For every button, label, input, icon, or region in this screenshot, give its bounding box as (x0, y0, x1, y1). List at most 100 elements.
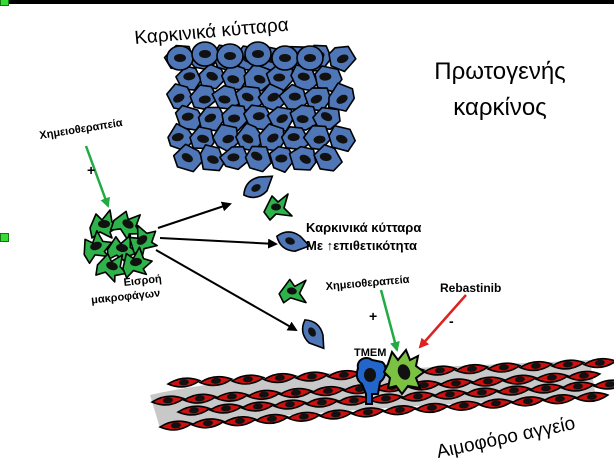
endothelial-cell-icon (246, 389, 282, 401)
arrow-icon (157, 201, 232, 229)
chemotherapy-label-left: Χημειοθεραπεία (39, 117, 124, 142)
selection-handle-middle[interactable] (0, 233, 9, 242)
rebastinib-label: Rebastinib (440, 281, 501, 295)
tumor-cell-icon (199, 144, 225, 172)
endothelial-cell-icon (400, 391, 436, 402)
endothelial-cell-icon (176, 405, 212, 416)
endothelial-cell-icon (446, 400, 482, 411)
endothelial-cell-icon (150, 395, 186, 406)
endothelial-cell-icon (166, 377, 202, 388)
endothelial-cell-icon (336, 395, 372, 406)
endothelial-cell-icon (310, 385, 346, 397)
tumor-cell-icon (328, 124, 357, 153)
tumor-cell-icon (312, 106, 341, 131)
endothelial-cell-icon (272, 399, 308, 410)
endothelial-cell-icon (550, 359, 586, 370)
macrophage-influx-line1: Εισροή (123, 273, 162, 289)
tumor-cell-icon (328, 45, 357, 73)
tumor-cell-icon (289, 104, 319, 131)
tumor-cell-icon (288, 145, 317, 171)
endothelial-cell-icon (582, 357, 614, 369)
endothelial-cell-icon (592, 379, 614, 390)
arrow-icon (155, 249, 298, 331)
endothelial-cell-icon (294, 371, 330, 382)
macrophage-icon (122, 246, 153, 279)
tumor-cell-icon (301, 319, 325, 350)
macrophage-arrows (155, 201, 298, 331)
endothelial-cell-icon (438, 378, 474, 389)
endothelial-cell-icon (286, 411, 322, 422)
tumor-cell-icon (191, 41, 219, 67)
tumor-cell-icon (189, 126, 215, 150)
tumor-cell-icon (268, 145, 296, 173)
endothelial-cell-icon (486, 362, 522, 373)
top-border (0, 0, 614, 4)
endothelial-cell-icon (574, 391, 610, 403)
motile-cells-line1: Καρκινικά κύτταρα (306, 220, 421, 235)
endothelial-cell-icon (304, 397, 340, 408)
tumor-cell-icon (258, 123, 286, 152)
selection-handle-top[interactable] (0, 0, 9, 6)
macrophage-icon (83, 229, 113, 265)
tumor-cell-icon (166, 45, 194, 71)
endothelial-cell-icon (350, 407, 386, 418)
endothelial-cell-icon (198, 375, 234, 387)
tumor-cell-icon (314, 65, 343, 93)
endothelial-cell-icon (496, 385, 532, 396)
endothelial-cell-icon (414, 402, 450, 414)
tumor-cell-icon (275, 231, 311, 253)
primary-cancer-line2: καρκίνος (453, 94, 546, 121)
chemo-arrow-left (84, 145, 110, 208)
macrophage-influx-line2: μακροφάγων (91, 287, 161, 306)
chemotherapy-label-right: Χημειοθεραπεία (325, 274, 410, 293)
endothelial-cell-icon (478, 398, 514, 409)
endothelial-cell-icon (368, 393, 404, 404)
endothelial-cell-icon (542, 393, 578, 405)
primary-cancer-line1: Πρωτογενής (434, 58, 565, 85)
endothelial-cell-icon (454, 363, 490, 375)
endothelial-cell-icon (318, 409, 354, 420)
plus-sign-right: + (369, 308, 377, 324)
endothelial-cell-icon (382, 404, 418, 416)
tumor-cell-icon (271, 45, 299, 71)
tumor-cell-icon (219, 145, 250, 171)
macrophage-icon (278, 278, 307, 304)
endothelial-cell-icon (208, 403, 244, 414)
endothelial-cell-icon (566, 370, 602, 382)
endothelial-cell-icon (278, 387, 314, 399)
tumor-cell-icon (244, 41, 272, 67)
tumor-cell-icon (198, 63, 227, 90)
tumor-cell-icon (243, 63, 275, 92)
tumor-cell-icon (296, 45, 324, 71)
endothelial-cell-icon (528, 383, 564, 394)
endothelial-cell-icon (518, 360, 554, 372)
tumor-cell-icon (235, 122, 265, 153)
endothelial-cell-icon (240, 401, 276, 412)
blood-vessel-label: Αιμοφόρο αγγείο (435, 413, 577, 463)
chemo-arrow-right (379, 289, 400, 352)
endothelial-cell-icon (158, 420, 194, 431)
macrophage-icon (128, 224, 158, 260)
endothelial-cell-icon (464, 387, 500, 398)
tumor-cell-icon (216, 43, 244, 69)
primary-tumor-mass (163, 41, 357, 173)
endothelial-cell-icon (214, 391, 250, 402)
endothelial-cell-icon (470, 376, 506, 387)
tumor-cell-icon (172, 143, 205, 173)
tumor-cell-icon (327, 82, 356, 112)
endothelial-cell-icon (222, 415, 258, 427)
endothelial-cell-icon (422, 365, 458, 376)
endothelial-cell-icon (230, 374, 266, 385)
endothelial-cell-icon (262, 372, 298, 384)
tumor-cell-icon (278, 83, 309, 110)
motile-cells-line2: Με ↑επιθετικότητα (306, 238, 417, 253)
endothelial-cell-icon (432, 389, 468, 400)
endothelial-cell-icon (190, 418, 226, 429)
endothelial-cell-icon (510, 396, 546, 407)
endothelial-cell-icon (254, 413, 290, 425)
tumor-cell-icon (221, 104, 249, 132)
tumor-cell-icon (244, 145, 273, 173)
plus-sign-left: + (87, 162, 95, 178)
